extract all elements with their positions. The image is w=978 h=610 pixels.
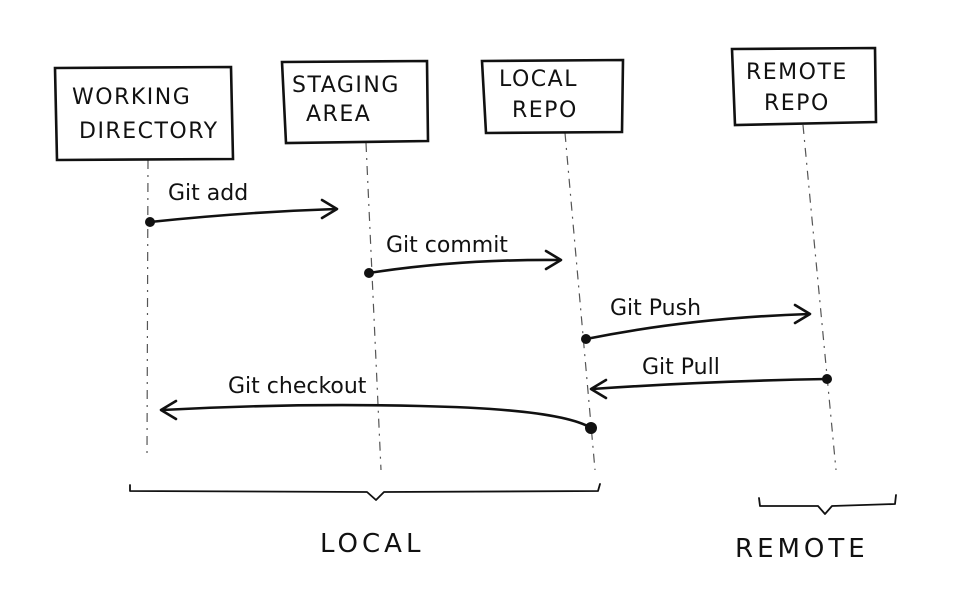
message-label: Git Pull [642,355,720,380]
arrowhead-right [320,198,339,220]
message-label: Git Push [610,296,701,321]
lifeline-remote-repo [802,124,837,471]
lifeline-working-directory [146,159,149,456]
arrowhead-right [544,249,563,271]
message-git-pull: Git Pull [589,355,832,400]
participant-staging-area: STAGING AREA [280,59,430,145]
local-group-brace [129,483,601,501]
lifeline-staging-area [365,142,382,471]
participant-staging-area-line1: STAGING [292,73,400,98]
remote-group-label: REMOTE [735,534,869,564]
participant-remote-repo-line1: REMOTE [746,60,848,85]
arrowhead-right [793,303,812,325]
participant-local-repo-line1: LOCAL [499,67,578,92]
message-git-add: Git add [145,181,339,227]
arrowhead-left [589,378,608,400]
remote-group-brace [758,494,897,515]
participant-working-directory-line2: DIRECTORY [79,119,219,144]
participant-working-directory: WORKING DIRECTORY [53,65,235,162]
participant-remote-repo-line2: REPO [764,91,830,116]
message-label: Git checkout [228,374,367,399]
participant-staging-area-line2: AREA [306,102,371,127]
participant-working-directory-line1: WORKING [72,85,191,110]
local-group-label: LOCAL [320,529,424,559]
message-git-push: Git Push [581,296,812,344]
participant-remote-repo: REMOTE REPO [730,46,878,127]
message-git-checkout: Git checkout [159,374,597,434]
participant-local-repo: LOCAL REPO [480,58,625,135]
message-label: Git add [168,181,248,206]
lifeline-local-repo [564,132,596,471]
message-label: Git commit [386,233,508,258]
participant-local-repo-line2: REPO [512,98,578,123]
arrowhead-left [159,399,178,421]
message-git-commit: Git commit [364,233,563,278]
